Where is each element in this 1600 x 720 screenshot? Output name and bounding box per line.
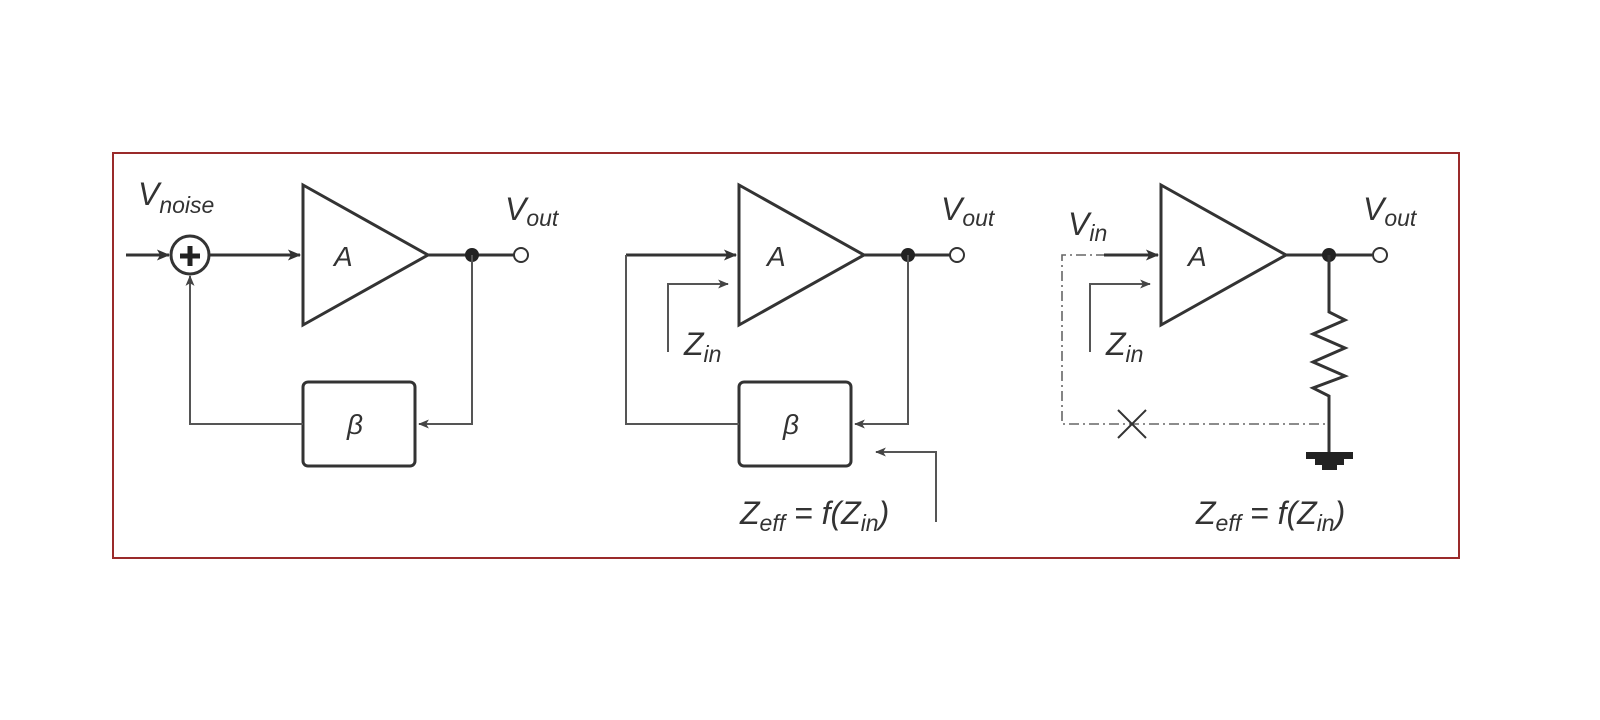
broken-feedback-wire [1061,254,1329,425]
output-label: Vout [505,191,560,231]
frame-border [112,152,1460,559]
output-terminal [513,247,529,263]
zeff-label: Zeff = f(Zin) [1195,495,1345,536]
amplifier-label: A [1186,241,1207,272]
feedback-down-wire [418,255,473,429]
feedback-return-wire [625,255,739,425]
zin-label: Zin [1105,326,1143,367]
amplifier-triangle [301,182,432,328]
feedback-return-wire [185,275,303,425]
amplifier-triangle [1159,182,1290,328]
input-noise-label: Vnoise [138,176,214,218]
zin-probe-arrow [1089,279,1151,352]
break-cross-icon [1117,409,1147,439]
input-label: Vin [1068,206,1107,246]
resistor-icon [1309,255,1349,454]
zeff-probe-arrow [875,447,937,522]
feedback-down-wire [854,255,909,429]
output-terminal [1372,247,1388,263]
output-terminal [949,247,965,263]
diagram-3-broken-loop: A Zin Zeff = f(Zin) Vin Vout [1061,182,1418,536]
diagram-2-impedance-loop: A β Zin Zeff = f(Zin) Vout [625,182,996,536]
amplifier-label: A [765,241,786,272]
feedback-label: β [346,409,363,440]
zeff-label: Zeff = f(Zin) [739,495,889,536]
zin-label: Zin [683,326,721,367]
amplifier-triangle [737,182,868,328]
feedback-label: β [782,409,799,440]
ground-icon [1306,452,1353,470]
output-label: Vout [941,191,996,231]
diagram-1-noise-loop: A β Vnoise Vout [126,176,560,468]
output-label: Vout [1363,191,1418,231]
zin-probe-arrow [667,279,729,352]
amplifier-label: A [332,241,353,272]
